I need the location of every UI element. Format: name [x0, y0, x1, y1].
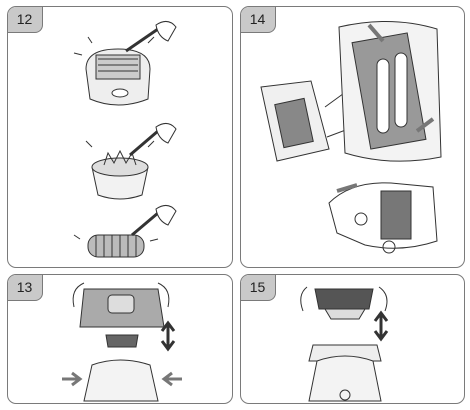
step-14-number: 14 — [241, 7, 276, 33]
step-15-illustration — [300, 286, 389, 402]
step-12-illustration — [73, 21, 177, 258]
step-12-number: 12 — [8, 7, 43, 33]
step-12-panel: 12 — [7, 6, 233, 268]
step-14-illustration — [260, 20, 442, 254]
step-15-panel: 15 — [240, 274, 465, 404]
step-14-panel: 14 — [240, 6, 465, 268]
step-13-number: 13 — [8, 275, 43, 301]
step-13-panel: 13 — [7, 274, 233, 404]
step-15-number: 15 — [241, 275, 276, 301]
step-13-illustration — [62, 282, 182, 402]
